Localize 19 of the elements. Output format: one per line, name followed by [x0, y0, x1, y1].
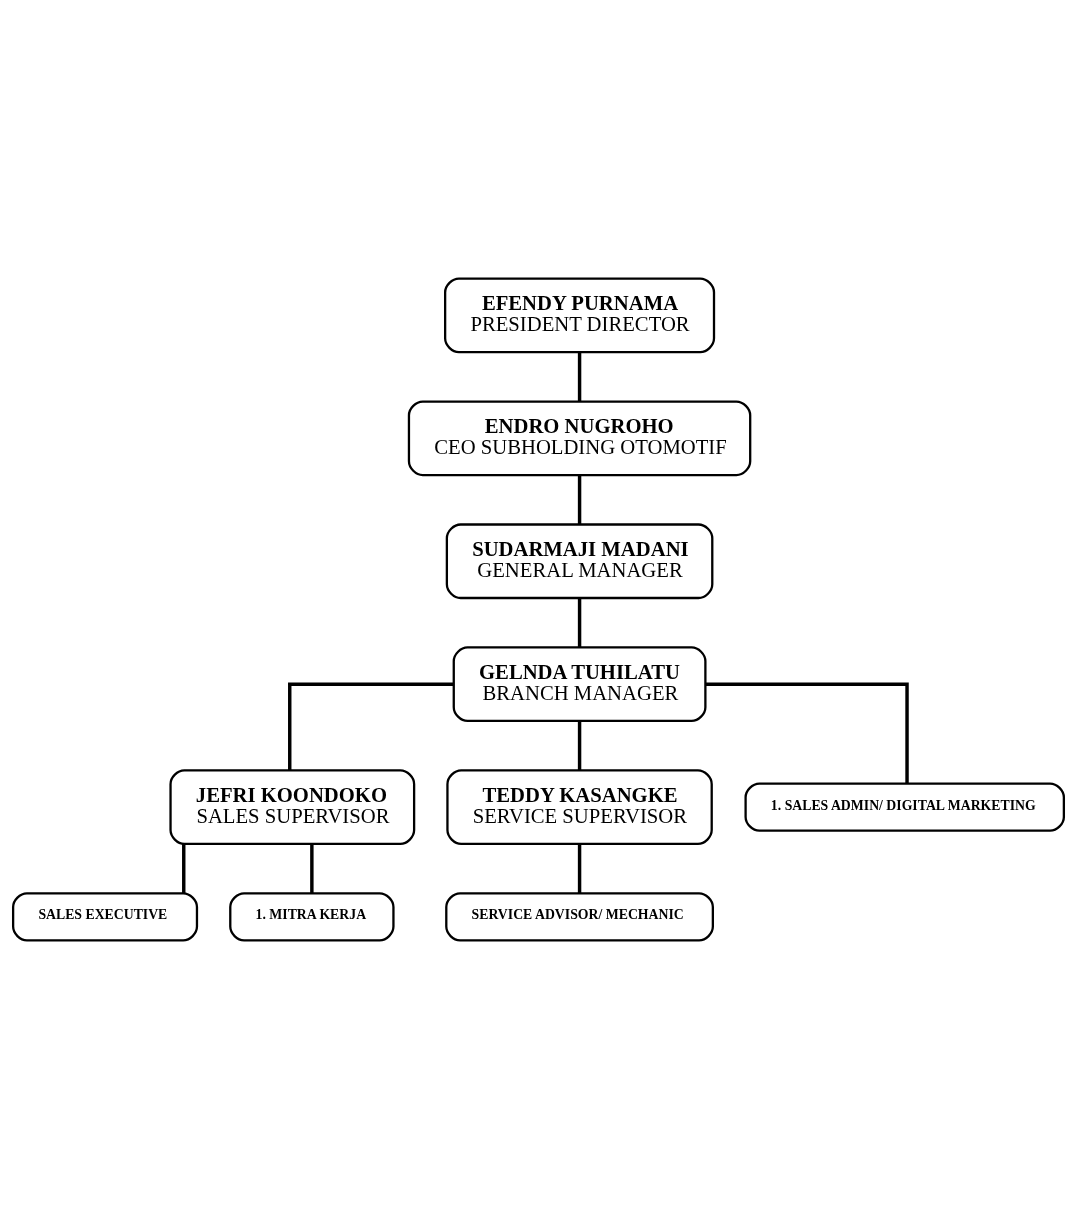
connector — [577, 351, 582, 401]
node-box: 1. MITRA KERJA — [229, 891, 395, 942]
connector — [310, 843, 314, 893]
node-box: GELNDA TUHILATU BRANCH MANAGER — [452, 645, 707, 722]
connector — [288, 681, 454, 770]
node-box: SALES EXECUTIVE — [12, 891, 199, 942]
connector — [577, 474, 582, 524]
node-box: JEFRI KOONDOKO SALES SUPERVISOR — [169, 768, 416, 845]
node-box: EFENDY PURNAMA PRESIDENT DIRECTOR — [444, 276, 716, 353]
connector — [577, 597, 582, 647]
node-box: SERVICE ADVISOR/ MECHANIC — [445, 891, 714, 942]
connector — [577, 720, 582, 770]
connector — [577, 843, 582, 893]
node-box: 1. SALES ADMIN/ DIGITAL MARKETING — [744, 781, 1065, 832]
connector — [705, 681, 909, 783]
connector — [182, 843, 186, 893]
node-box: ENDRO NUGROHO CEO SUBHOLDING OTOMOTIF — [407, 399, 752, 476]
node-box: SUDARMAJI MADANI GENERAL MANAGER — [445, 522, 714, 599]
node-box: TEDDY KASANGKE SERVICE SUPERVISOR — [446, 768, 713, 845]
